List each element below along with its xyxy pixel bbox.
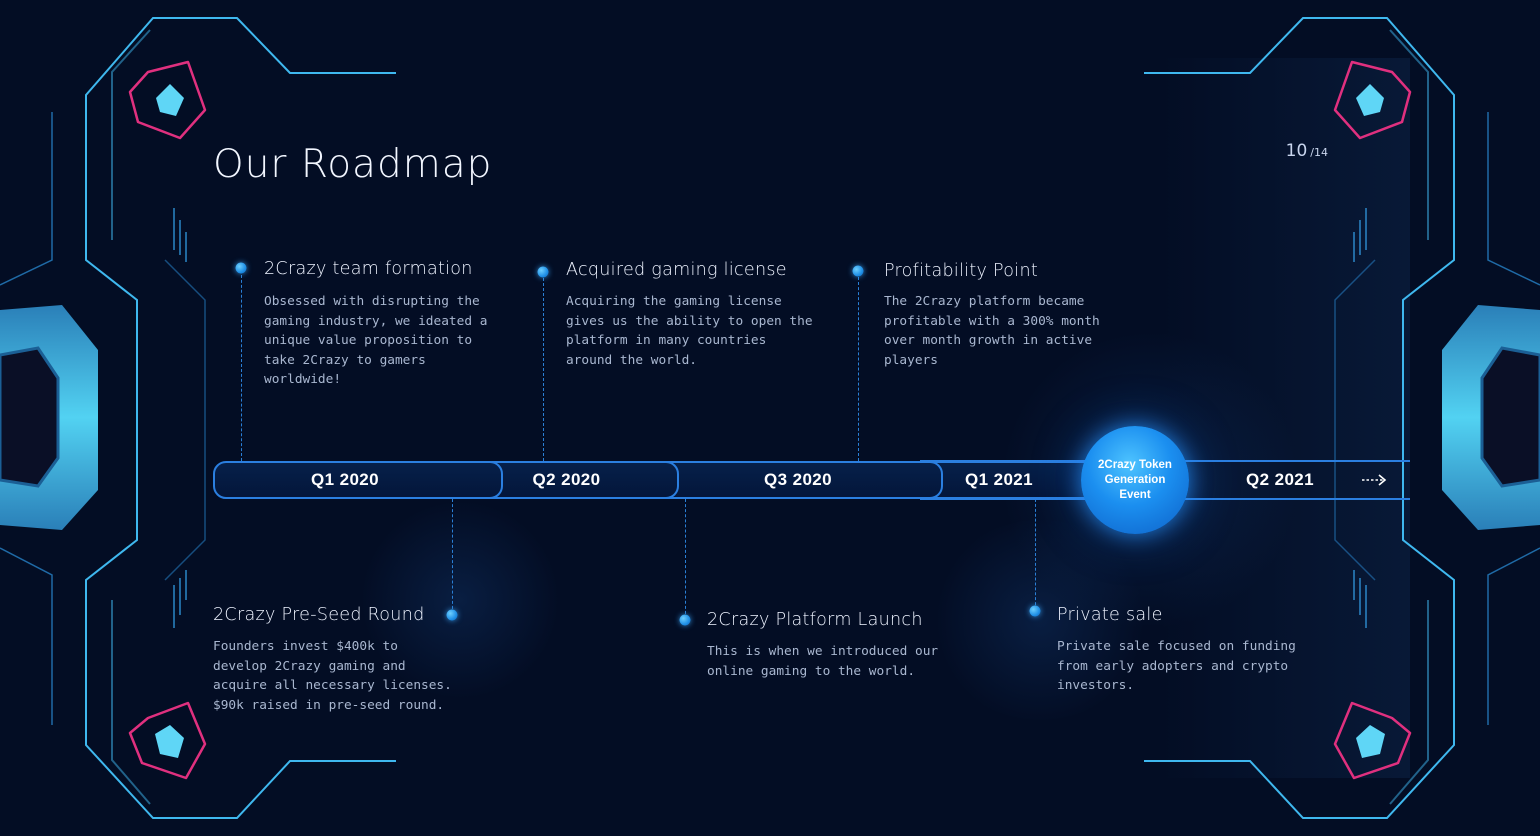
milestone-description: Founders invest $400k to develop 2Crazy … (213, 639, 452, 713)
connector-line (452, 499, 453, 614)
milestone-title: 2Crazy Pre-Seed Round (213, 605, 425, 625)
token-generation-event-badge: 2Crazy Token Generation Event (1081, 426, 1189, 534)
left-hex-ornament (0, 305, 98, 530)
milestone-dot (235, 262, 247, 274)
right-hex-ornament (1442, 305, 1540, 530)
milestone-dot (1029, 605, 1041, 617)
milestone-dot (446, 609, 458, 621)
page-total: /14 (1310, 146, 1328, 159)
left-top-gem (128, 60, 207, 140)
period-q3-2020: Q3 2020 (653, 461, 943, 499)
connector-line (241, 270, 242, 461)
milestone-title: 2Crazy team formation (264, 259, 473, 279)
milestone-dot (679, 614, 691, 626)
milestone-description: This is when we introduced our online ga… (707, 644, 939, 679)
period-label: Q1 2020 (310, 470, 380, 489)
right-bottom-gem (1333, 701, 1412, 780)
connector-line (858, 272, 859, 461)
milestone-title: Acquired gaming license (566, 260, 787, 280)
milestone-dot (852, 265, 864, 277)
period-label: Q1 2021 (964, 470, 1034, 489)
dashed-arrow-right-icon (1362, 474, 1387, 486)
page-indicator: 10/14 (1286, 141, 1328, 161)
milestone-description: The 2Crazy platform became profitable wi… (884, 294, 1100, 368)
milestone-description: Private sale focused on funding from ear… (1057, 639, 1296, 694)
period-label: Q2 2021 (1245, 470, 1315, 489)
period-label: Q2 2020 (532, 470, 601, 489)
page-title: Our Roadmap (213, 142, 493, 187)
left-bottom-gem (128, 701, 207, 780)
right-tick-marks (1353, 208, 1367, 628)
milestone-title: 2Crazy Platform Launch (707, 610, 923, 630)
right-frame (1144, 17, 1540, 819)
milestone-title: Private sale (1057, 605, 1163, 625)
connector-line (685, 499, 686, 619)
period-q1-2020: Q1 2020 (213, 461, 503, 499)
period-label: Q3 2020 (763, 470, 833, 489)
milestone-description: Acquiring the gaming license gives us th… (566, 294, 813, 368)
milestone-title: Profitability Point (884, 261, 1038, 281)
milestone-description: Obsessed with disrupting the gaming indu… (264, 294, 488, 388)
period-q2-2020: Q2 2020 (479, 461, 679, 499)
milestone-dot (537, 266, 549, 278)
connector-line (543, 273, 544, 461)
right-top-gem (1333, 60, 1412, 140)
connector-line (1035, 499, 1036, 610)
left-tick-marks (173, 208, 187, 628)
period-q2-2021: Q2 2021 (1190, 461, 1370, 499)
page-current: 10 (1285, 141, 1308, 161)
